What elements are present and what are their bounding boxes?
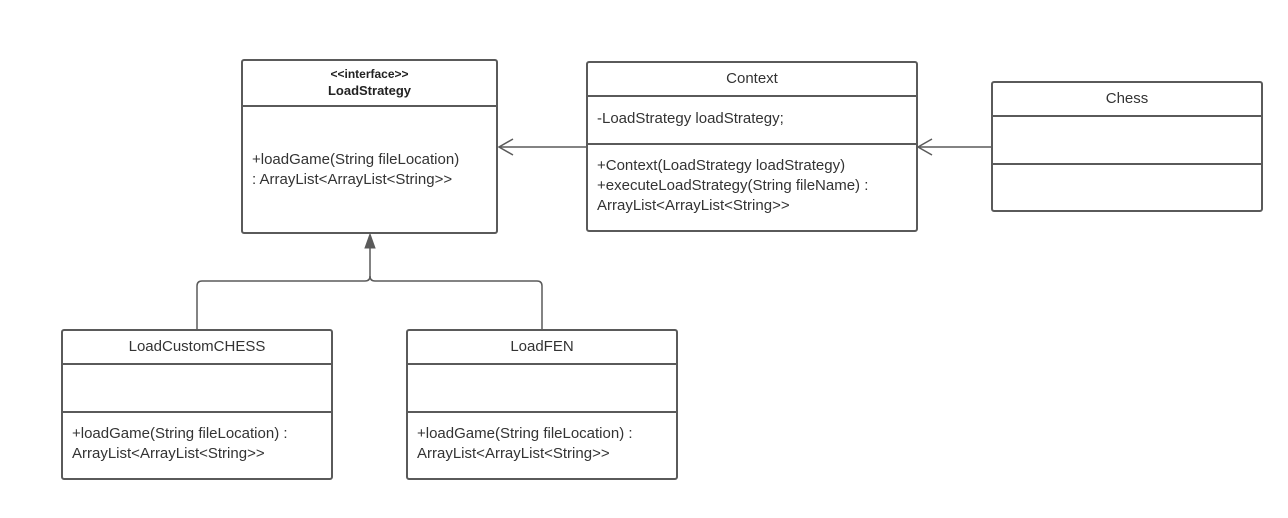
class-chess[interactable]: Chess xyxy=(991,81,1263,212)
methods-compartment: +loadGame(String fileLocation) : ArrayLi… xyxy=(243,105,496,232)
class-name: LoadFEN xyxy=(510,338,574,355)
attributes-compartment xyxy=(993,115,1261,163)
attributes-compartment xyxy=(408,363,676,411)
open-arrowhead-icon xyxy=(916,138,933,156)
class-name-compartment: Chess xyxy=(993,83,1261,115)
class-name: LoadStrategy xyxy=(327,83,412,98)
method-line: +executeLoadStrategy(String fileName) : xyxy=(597,177,869,194)
method-line: ArrayList<ArrayList<String>> xyxy=(417,445,610,462)
association-context-to-loadstrategy xyxy=(497,138,586,156)
methods-compartment: +loadGame(String fileLocation) : ArrayLi… xyxy=(408,411,676,478)
method-line: : ArrayList<ArrayList<String>> xyxy=(252,171,453,188)
class-name-compartment: <<interface>> LoadStrategy xyxy=(243,61,496,105)
filled-arrowhead-icon xyxy=(364,232,376,249)
method-line: ArrayList<ArrayList<String>> xyxy=(72,445,265,462)
methods-compartment xyxy=(993,163,1261,210)
association-chess-to-context xyxy=(916,138,991,156)
method-line: +Context(LoadStrategy loadStrategy) xyxy=(597,157,846,174)
method-line: +loadGame(String fileLocation) xyxy=(252,151,460,168)
class-name-compartment: Context xyxy=(588,63,916,95)
methods-compartment: +loadGame(String fileLocation) : ArrayLi… xyxy=(63,411,331,478)
attributes-compartment xyxy=(63,363,331,411)
interface-stereotype: <<interface>> xyxy=(330,67,409,81)
class-name-compartment: LoadFEN xyxy=(408,331,676,363)
class-loadstrategy[interactable]: <<interface>> LoadStrategy +loadGame(Str… xyxy=(241,59,498,234)
class-name: Context xyxy=(726,70,778,87)
method-line: ArrayList<ArrayList<String>> xyxy=(597,197,790,214)
open-arrowhead-icon xyxy=(497,138,514,156)
methods-compartment: +Context(LoadStrategy loadStrategy) +exe… xyxy=(588,143,916,230)
attributes-compartment: -LoadStrategy loadStrategy; xyxy=(588,95,916,143)
class-context[interactable]: Context -LoadStrategy loadStrategy; +Con… xyxy=(586,61,918,232)
class-loadcustomchess[interactable]: LoadCustomCHESS +loadGame(String fileLoc… xyxy=(61,329,333,480)
attribute-line: -LoadStrategy loadStrategy; xyxy=(597,110,784,127)
class-name: LoadCustomCHESS xyxy=(128,338,266,355)
class-loadfen[interactable]: LoadFEN +loadGame(String fileLocation) :… xyxy=(406,329,678,480)
realization-connectors xyxy=(196,232,543,330)
method-line: +loadGame(String fileLocation) : xyxy=(417,425,633,442)
class-name: Chess xyxy=(1105,90,1149,107)
method-line: +loadGame(String fileLocation) : xyxy=(72,425,288,442)
class-name-compartment: LoadCustomCHESS xyxy=(63,331,331,363)
